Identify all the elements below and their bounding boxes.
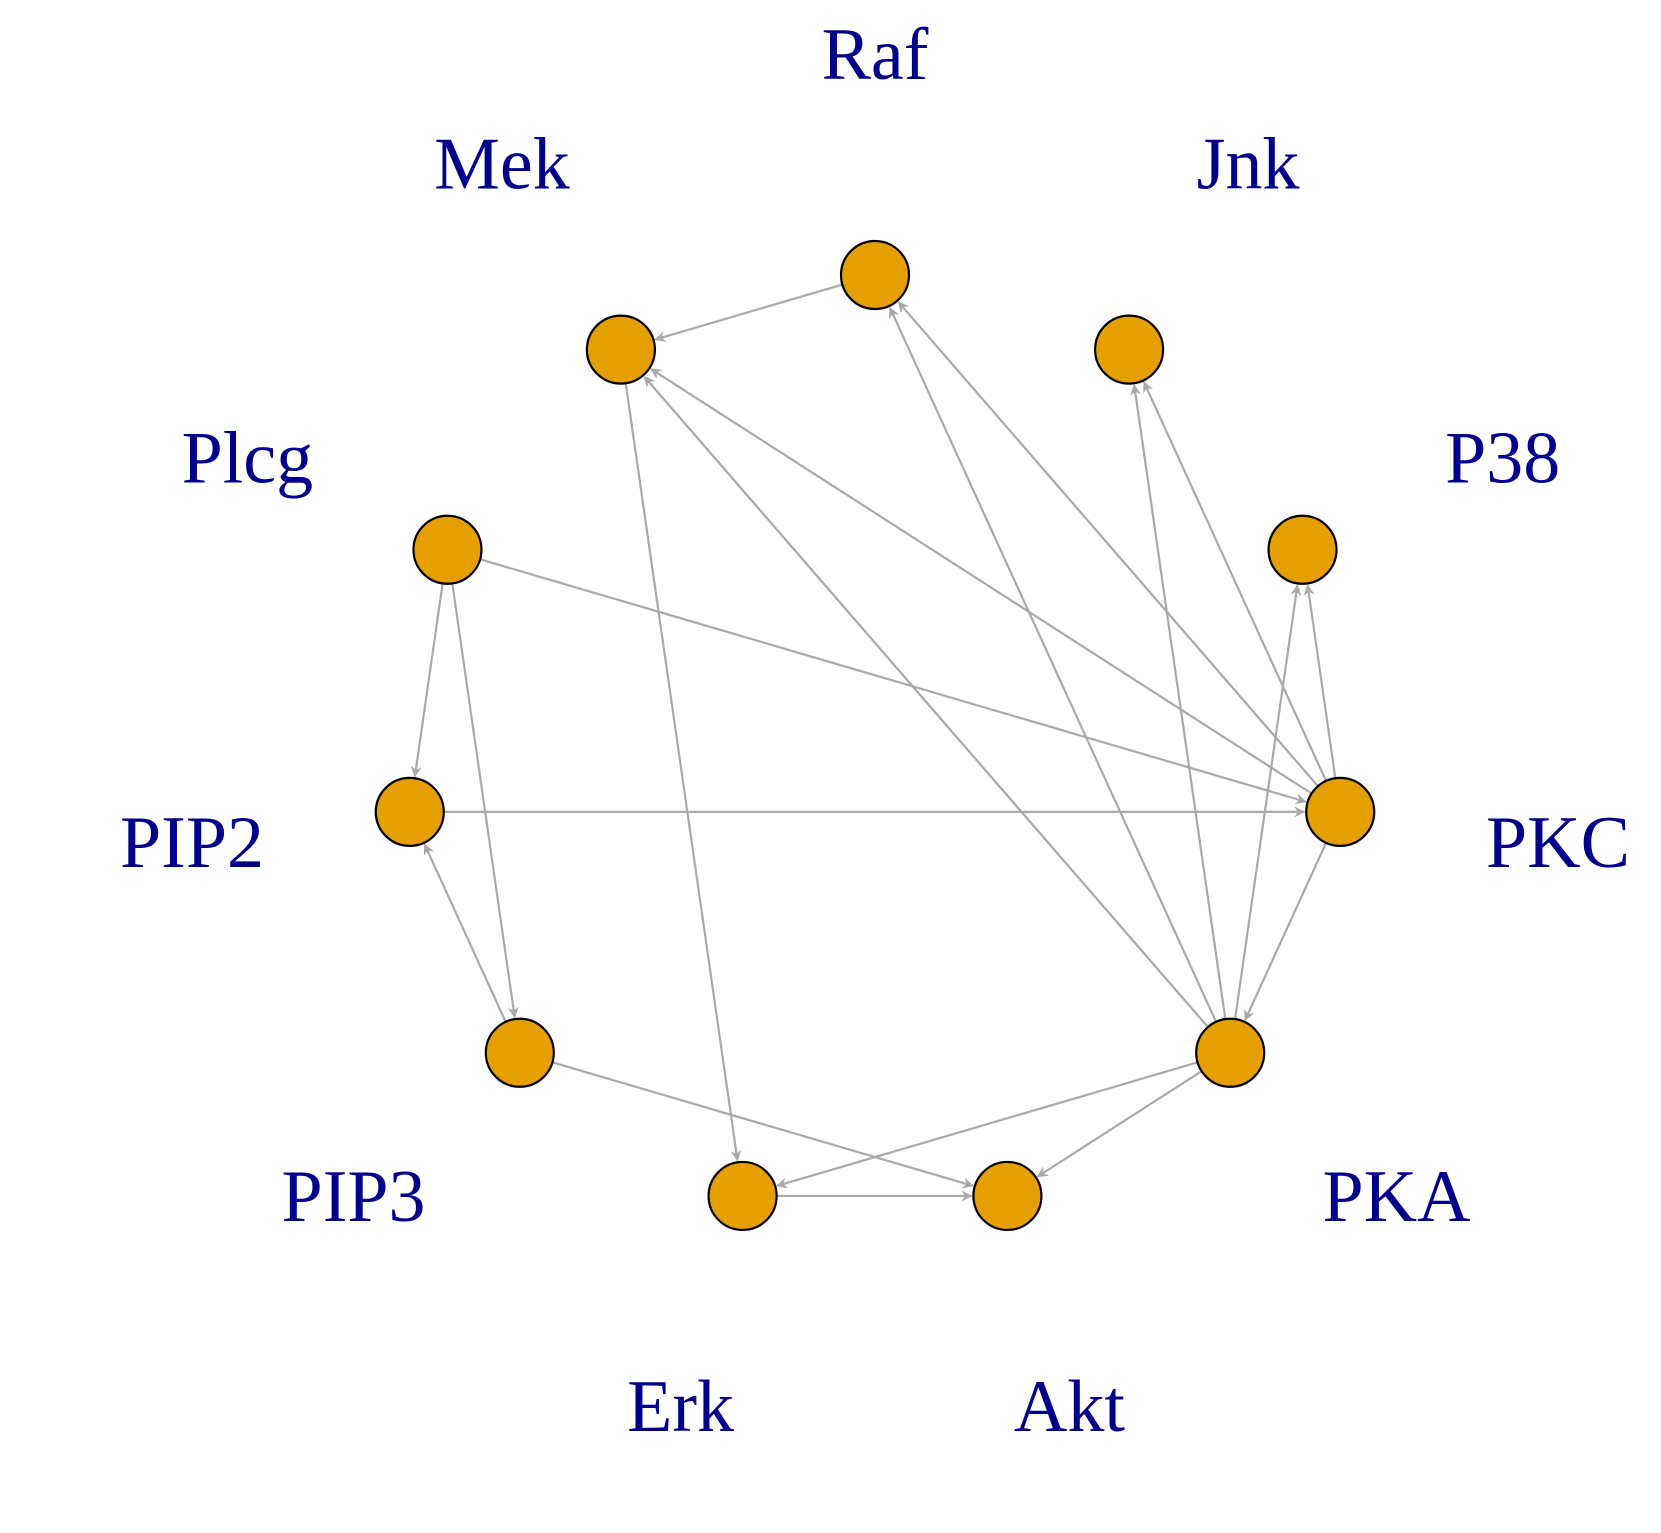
label-pkc: PKC bbox=[1486, 802, 1630, 884]
edge-pkc-to-mek bbox=[650, 368, 1313, 795]
edge-plcg-to-pkc bbox=[479, 558, 1307, 805]
label-pip2: PIP2 bbox=[120, 802, 264, 884]
node-pip3 bbox=[484, 1017, 555, 1088]
edge-pka-to-erk bbox=[776, 1061, 1198, 1189]
node-raf bbox=[839, 239, 911, 311]
node-plcg bbox=[412, 514, 483, 585]
edge-plcg-to-pip3 bbox=[451, 583, 519, 1019]
label-p38: P38 bbox=[1445, 417, 1560, 499]
edge-pka-to-raf bbox=[888, 306, 1218, 1023]
label-pka: PKA bbox=[1322, 1156, 1470, 1238]
edge-pka-to-akt bbox=[1036, 1070, 1203, 1178]
edge-plcg-to-pip2 bbox=[410, 583, 444, 778]
edge-pip3-to-pip2 bbox=[423, 843, 507, 1023]
nodes-layer bbox=[374, 239, 1376, 1232]
edge-pip3-to-akt bbox=[552, 1061, 974, 1189]
node-erk bbox=[707, 1160, 778, 1232]
edge-pka-to-jnk bbox=[1130, 384, 1227, 1020]
edge-raf-to-mek bbox=[654, 283, 843, 342]
label-jnk: Jnk bbox=[1197, 124, 1300, 206]
node-pkc bbox=[1305, 776, 1376, 847]
edge-pka-to-mek bbox=[643, 375, 1209, 1028]
node-p38 bbox=[1267, 514, 1338, 585]
edge-mek-to-erk bbox=[624, 383, 742, 1162]
label-erk: Erk bbox=[627, 1366, 734, 1448]
label-raf: Raf bbox=[822, 14, 929, 96]
label-plcg: Plcg bbox=[182, 417, 314, 499]
label-akt: Akt bbox=[1014, 1366, 1125, 1448]
node-akt bbox=[972, 1160, 1043, 1232]
node-pip2 bbox=[374, 776, 445, 847]
edges-layer bbox=[410, 283, 1337, 1202]
edge-pkc-to-pka bbox=[1244, 842, 1328, 1022]
edge-pkc-to-raf bbox=[897, 301, 1319, 787]
label-pip3: PIP3 bbox=[282, 1156, 426, 1238]
label-mek: Mek bbox=[434, 124, 570, 206]
edge-pka-to-p38 bbox=[1233, 584, 1302, 1020]
node-mek bbox=[585, 314, 656, 385]
edge-pkc-to-p38 bbox=[1303, 584, 1337, 779]
node-pka bbox=[1195, 1017, 1266, 1088]
node-jnk bbox=[1094, 314, 1165, 385]
edge-pkc-to-jnk bbox=[1143, 381, 1328, 782]
